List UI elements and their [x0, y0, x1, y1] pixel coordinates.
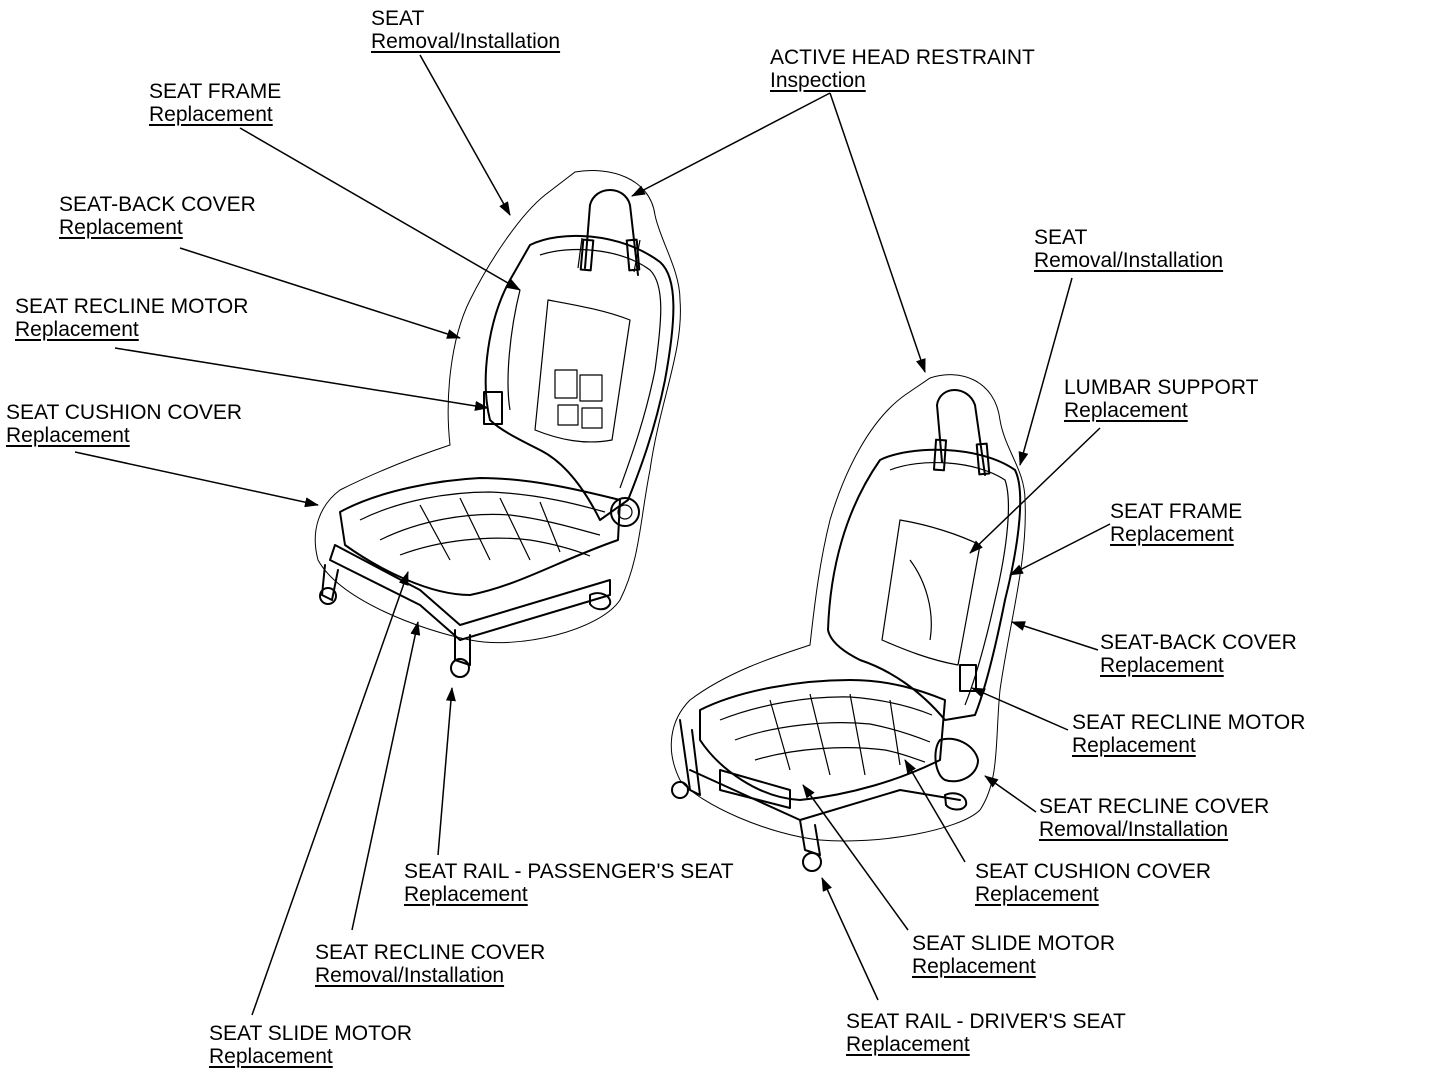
callout-title: SEAT CUSHION COVER	[6, 401, 243, 424]
callout-title: SEAT SLIDE MOTOR	[912, 932, 1116, 955]
callout-title: SEAT FRAME	[149, 80, 282, 103]
callout-title: SEAT RECLINE COVER	[1039, 795, 1270, 818]
callout-title: SEAT SLIDE MOTOR	[209, 1022, 413, 1045]
seat-recline-cover-removal-link[interactable]: Removal/Installation	[315, 964, 505, 987]
driver-seat-rails	[679, 719, 961, 821]
driver-recline-motor	[959, 664, 977, 692]
driver-lumbar-panel	[881, 519, 981, 666]
callout-active-head-restraint: ACTIVE HEAD RESTRAINT Inspection	[770, 46, 1035, 92]
callout-title: SEAT RAIL - PASSENGER'S SEAT	[404, 860, 734, 883]
seat-back-cover-replacement-link[interactable]: Replacement	[59, 216, 183, 239]
callout-seat-slide-motor-left: SEAT SLIDE MOTOR Replacement	[209, 1022, 412, 1068]
callout-title: SEAT RECLINE MOTOR	[15, 295, 249, 318]
callout-seat-frame-right: SEAT FRAME Replacement	[1110, 500, 1242, 546]
seat-rail-driver-replacement-link[interactable]: Replacement	[846, 1033, 970, 1056]
callout-seat-back-cover-left: SEAT-BACK COVER Replacement	[59, 193, 256, 239]
passenger-lumbar-panel	[534, 299, 631, 443]
callout-seat-cushion-cover-right: SEAT CUSHION COVER Replacement	[975, 860, 1211, 906]
leader-lines	[74, 54, 1111, 1016]
seat-slide-motor-replacement-link[interactable]: Replacement	[209, 1045, 333, 1068]
passenger-recline-disk	[610, 497, 640, 527]
lumbar-support-replacement-link[interactable]: Replacement	[1064, 399, 1188, 422]
callout-seat-recline-cover-right: SEAT RECLINE COVER Removal/Installation	[1039, 795, 1269, 841]
seat-frame-replacement-link[interactable]: Replacement	[149, 103, 273, 126]
driver-seat-outline-halo	[670, 374, 1026, 842]
callout-title: SEAT RECLINE MOTOR	[1072, 711, 1306, 734]
seat-recline-cover-removal-link[interactable]: Removal/Installation	[1039, 818, 1229, 841]
callout-title: SEAT RAIL - DRIVER'S SEAT	[846, 1010, 1126, 1033]
callout-title: SEAT-BACK COVER	[59, 193, 256, 216]
driver-seat-drawing	[670, 374, 1026, 872]
callout-lumbar-support: LUMBAR SUPPORT Replacement	[1064, 376, 1259, 422]
seat-removal-installation-link[interactable]: Removal/Installation	[371, 30, 561, 53]
callout-title: LUMBAR SUPPORT	[1064, 376, 1259, 399]
callout-title: SEAT FRAME	[1110, 500, 1243, 523]
callout-seat-rail-driver: SEAT RAIL - DRIVER'S SEAT Replacement	[846, 1010, 1126, 1056]
passenger-seat-drawing	[314, 170, 681, 678]
seat-frame-replacement-link[interactable]: Replacement	[1110, 523, 1234, 546]
callout-seat-cushion-cover-left: SEAT CUSHION COVER Replacement	[6, 401, 242, 447]
seat-cushion-cover-replacement-link[interactable]: Replacement	[6, 424, 130, 447]
seat-back-cover-replacement-link[interactable]: Replacement	[1100, 654, 1224, 677]
seat-rail-passenger-replacement-link[interactable]: Replacement	[404, 883, 528, 906]
seat-slide-motor-replacement-link[interactable]: Replacement	[912, 955, 1036, 978]
callout-seat-recline-cover-left: SEAT RECLINE COVER Removal/Installation	[315, 941, 545, 987]
seat-recline-motor-replacement-link[interactable]: Replacement	[15, 318, 139, 341]
callout-title: SEAT	[371, 7, 425, 30]
active-head-restraint-inspection-link[interactable]: Inspection	[770, 69, 866, 92]
seat-cushion-cover-replacement-link[interactable]: Replacement	[975, 883, 1099, 906]
callout-seat-slide-motor-right: SEAT SLIDE MOTOR Replacement	[912, 932, 1115, 978]
passenger-seat-rails	[329, 544, 611, 641]
callout-title: SEAT	[1034, 226, 1088, 249]
callout-seat-back-cover-right: SEAT-BACK COVER Replacement	[1100, 631, 1297, 677]
callout-title: SEAT CUSHION COVER	[975, 860, 1212, 883]
callout-title: SEAT-BACK COVER	[1100, 631, 1297, 654]
driver-seatback-frame	[827, 448, 1022, 721]
callout-seat-frame-left: SEAT FRAME Replacement	[149, 80, 281, 126]
passenger-cushion-frame	[339, 477, 621, 596]
callout-seat-recline-motor-right: SEAT RECLINE MOTOR Replacement	[1072, 711, 1305, 757]
callout-title: ACTIVE HEAD RESTRAINT	[770, 46, 1035, 69]
seat-recline-motor-replacement-link[interactable]: Replacement	[1072, 734, 1196, 757]
seat-removal-installation-link[interactable]: Removal/Installation	[1034, 249, 1224, 272]
passenger-head-restraint	[584, 189, 639, 276]
driver-cushion-frame	[699, 679, 946, 801]
callout-seat-rail-passenger: SEAT RAIL - PASSENGER'S SEAT Replacement	[404, 860, 734, 906]
callout-seat-recline-motor-left: SEAT RECLINE MOTOR Replacement	[15, 295, 248, 341]
passenger-seat-outline-halo	[314, 170, 681, 644]
callout-seat-right: SEAT Removal/Installation	[1034, 226, 1223, 272]
callout-title: SEAT RECLINE COVER	[315, 941, 546, 964]
driver-head-restraint	[936, 389, 986, 476]
callout-seat-left: SEAT Removal/Installation	[371, 7, 560, 53]
